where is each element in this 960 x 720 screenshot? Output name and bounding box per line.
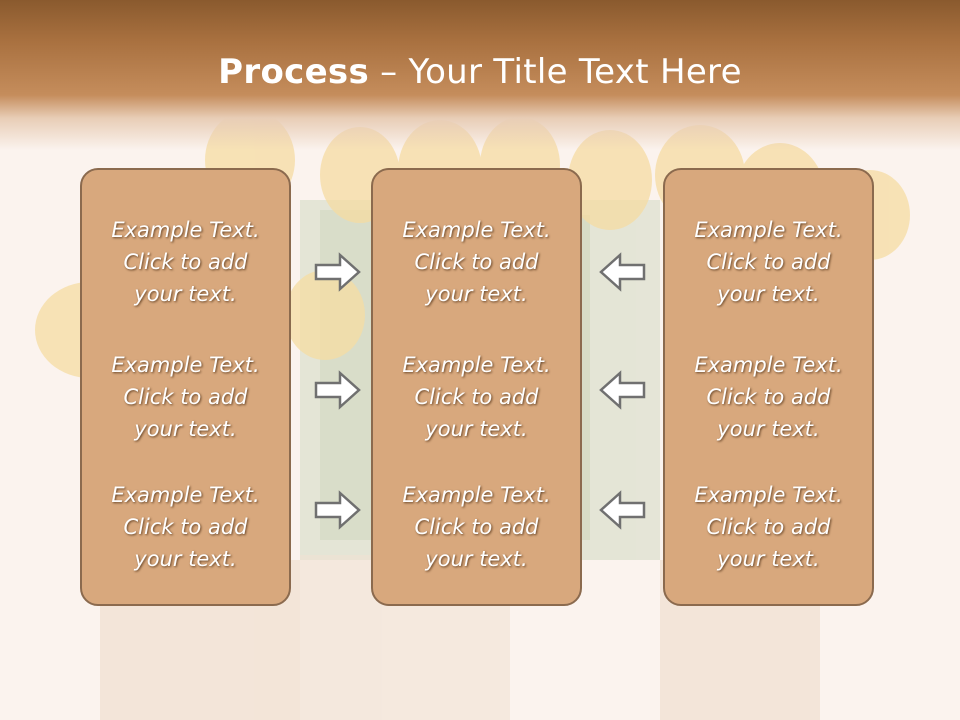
text-block[interactable]: Example Text. Click to add your text. (373, 214, 580, 310)
text-block[interactable]: Example Text. Click to add your text. (373, 479, 580, 575)
text-line: Example Text. (402, 483, 551, 507)
process-box-2[interactable]: Example Text. Click to add your text. Ex… (371, 168, 582, 606)
text-line: your text. (134, 417, 237, 441)
text-block[interactable]: Example Text. Click to add your text. (665, 349, 872, 445)
text-line: Click to add (414, 250, 539, 274)
arrow-right-icon[interactable] (314, 252, 362, 292)
text-block[interactable]: Example Text. Click to add your text. (82, 479, 289, 575)
text-line: your text. (425, 547, 528, 571)
text-block[interactable]: Example Text. Click to add your text. (82, 349, 289, 445)
text-line: Click to add (414, 385, 539, 409)
text-line: your text. (425, 282, 528, 306)
text-block[interactable]: Example Text. Click to add your text. (373, 349, 580, 445)
text-line: Click to add (706, 385, 831, 409)
text-block[interactable]: Example Text. Click to add your text. (665, 479, 872, 575)
text-line: your text. (425, 417, 528, 441)
text-line: Click to add (414, 515, 539, 539)
text-line: your text. (717, 547, 820, 571)
text-line: Example Text. (111, 483, 260, 507)
text-line: Example Text. (111, 353, 260, 377)
process-box-3[interactable]: Example Text. Click to add your text. Ex… (663, 168, 874, 606)
arrow-left-icon[interactable] (598, 252, 646, 292)
title-bar (0, 0, 960, 150)
slide-title[interactable]: Process – Your Title Text Here (0, 52, 960, 92)
text-line: Click to add (123, 515, 248, 539)
arrow-right-icon[interactable] (314, 490, 362, 530)
text-line: your text. (717, 282, 820, 306)
text-line: Example Text. (402, 218, 551, 242)
text-line: Click to add (706, 250, 831, 274)
arrow-left-icon[interactable] (598, 490, 646, 530)
text-block[interactable]: Example Text. Click to add your text. (82, 214, 289, 310)
title-rest: – Your Title Text Here (369, 52, 742, 92)
text-line: Example Text. (402, 353, 551, 377)
text-line: Click to add (123, 250, 248, 274)
process-box-1[interactable]: Example Text. Click to add your text. Ex… (80, 168, 291, 606)
title-bold: Process (218, 52, 370, 92)
text-line: Example Text. (694, 353, 843, 377)
text-line: your text. (134, 282, 237, 306)
text-line: Example Text. (694, 218, 843, 242)
text-line: Click to add (123, 385, 248, 409)
text-block[interactable]: Example Text. Click to add your text. (665, 214, 872, 310)
text-line: your text. (134, 547, 237, 571)
text-line: Click to add (706, 515, 831, 539)
text-line: Example Text. (694, 483, 843, 507)
text-line: your text. (717, 417, 820, 441)
text-line: Example Text. (111, 218, 260, 242)
arrow-right-icon[interactable] (314, 370, 362, 410)
arrow-left-icon[interactable] (598, 370, 646, 410)
